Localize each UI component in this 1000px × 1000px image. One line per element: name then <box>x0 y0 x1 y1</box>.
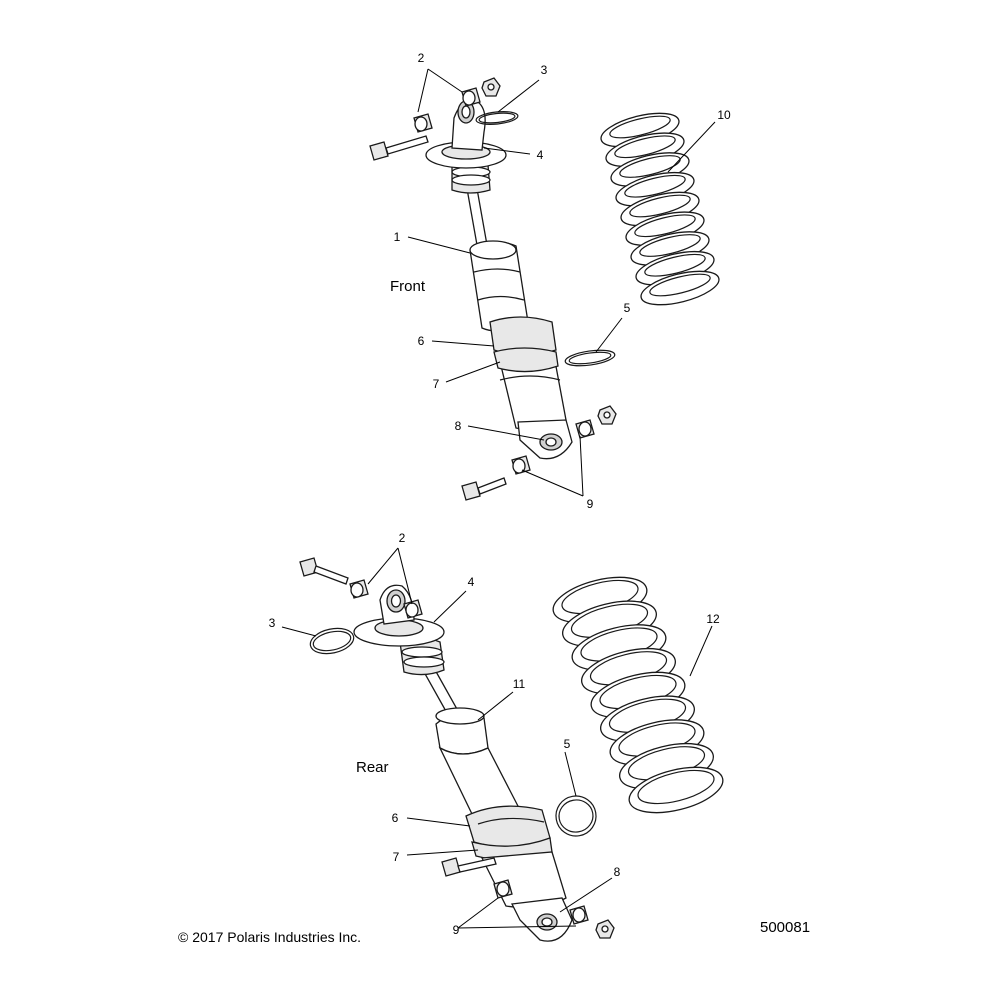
front-spring-coil-inner <box>639 234 701 257</box>
rear-callout-9: 9 <box>453 923 460 937</box>
front-nut-lower <box>597 405 617 425</box>
front-callouts: 1 2 3 4 5 6 7 8 9 10 <box>394 51 731 511</box>
front-callout-10: 10 <box>717 108 731 122</box>
rear-shock-assembly: 2 3 4 5 6 7 8 9 11 12 Rear <box>269 531 724 942</box>
front-callout-4: 4 <box>537 148 544 162</box>
rear-label: Rear <box>356 759 389 776</box>
rear-callout-3: 3 <box>269 616 276 630</box>
rear-bushing-top-right <box>403 599 423 619</box>
rear-oring-top <box>309 627 355 655</box>
front-spring-coil-inner <box>629 194 691 218</box>
front-shock-body <box>425 100 573 460</box>
front-spring-coil-inner <box>614 135 676 159</box>
rear-bushing-lower-left <box>493 879 513 899</box>
rear-callout-2: 2 <box>399 531 406 545</box>
front-label: Front <box>390 278 426 295</box>
rear-bolt-top <box>299 557 349 585</box>
front-callout-9: 9 <box>587 497 594 511</box>
rear-spring-coil <box>628 766 724 814</box>
rear-callouts: 2 3 4 5 6 7 8 9 11 12 <box>269 531 720 937</box>
rear-spring-coil-inner <box>637 769 715 805</box>
front-bushing-lower-left <box>511 455 531 475</box>
rear-bolt-lower <box>441 857 497 877</box>
front-shock-assembly: 1 2 3 4 5 6 7 8 9 10 Front <box>369 51 731 511</box>
rear-bushing-top-left <box>349 579 369 599</box>
rear-callout-12: 12 <box>706 612 720 626</box>
rear-callout-8: 8 <box>614 865 621 879</box>
rear-nut-lower <box>595 919 615 939</box>
front-callout-2: 2 <box>418 51 425 65</box>
front-bolt-lower <box>461 477 507 501</box>
front-oring-lower <box>564 349 616 367</box>
front-callout-1: 1 <box>394 230 401 244</box>
rear-leaders <box>281 547 713 929</box>
front-spring-coil-inner <box>649 273 711 297</box>
rear-callout-6: 6 <box>392 811 399 825</box>
front-bolt-top <box>369 135 429 161</box>
front-callout-5: 5 <box>624 301 631 315</box>
rear-callout-5: 5 <box>564 737 571 751</box>
front-callout-6: 6 <box>418 334 425 348</box>
front-bushing-top-left <box>413 113 433 133</box>
rear-callout-11: 11 <box>513 677 526 691</box>
front-leaders <box>407 68 716 497</box>
front-bushing-lower-right <box>575 419 595 439</box>
front-spring-coil-inner <box>624 174 686 198</box>
front-spring-coil-inner <box>644 253 706 277</box>
rear-oring-lower <box>555 795 597 837</box>
copyright-notice: © 2017 Polaris Industries Inc. <box>178 929 361 945</box>
diagram-number: 500081 <box>760 919 810 936</box>
rear-spring <box>552 576 724 814</box>
front-spring-coil-inner <box>634 214 696 238</box>
rear-bushing-lower-right <box>569 905 589 925</box>
front-spring-coil-inner <box>609 115 671 139</box>
front-bushing-top-right <box>461 87 481 107</box>
rear-callout-7: 7 <box>393 850 400 864</box>
front-spring <box>600 112 720 306</box>
rear-callout-4: 4 <box>468 575 475 589</box>
front-callout-3: 3 <box>541 63 548 77</box>
front-oring-top <box>475 111 519 125</box>
front-nut-top <box>481 77 501 97</box>
front-callout-7: 7 <box>433 377 440 391</box>
front-callout-8: 8 <box>455 419 462 433</box>
